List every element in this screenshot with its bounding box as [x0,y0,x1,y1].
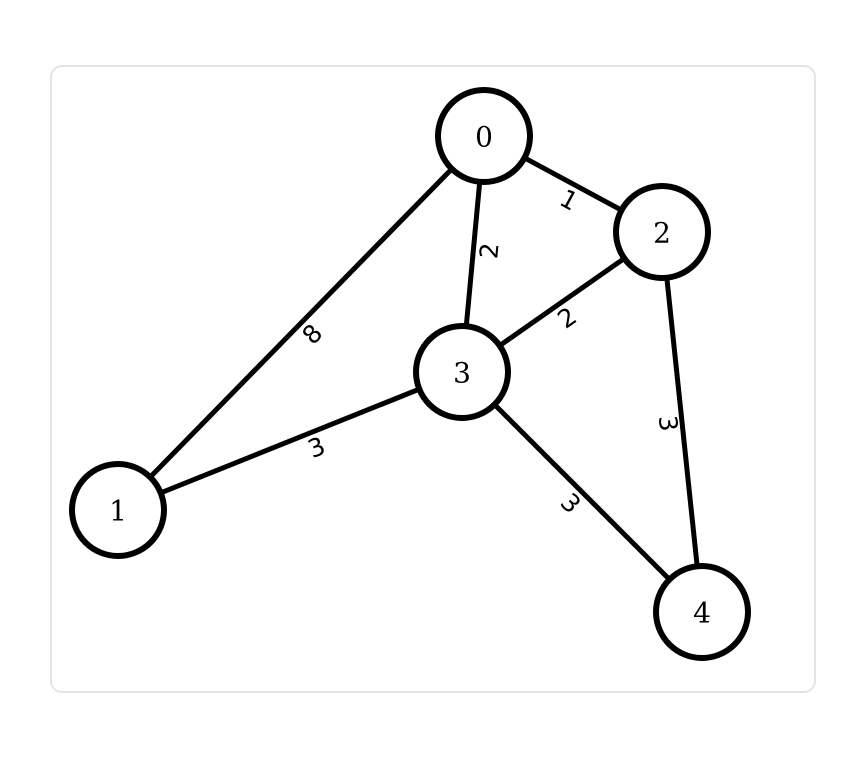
node-label: 1 [109,495,127,528]
node-circle [435,87,533,185]
edge-3-4 [459,369,705,615]
node-0: 0 [435,87,533,185]
edge-weight-label: 2 [474,242,504,261]
edge-weight-label: 3 [653,414,684,433]
edge-3-1 [115,369,465,513]
node-3: 3 [413,323,511,421]
node-circle [613,183,711,281]
edge-weight-label: 3 [304,431,330,464]
edge-2-4 [659,229,705,615]
edge-weight-label: 1 [555,183,583,216]
node-circle [413,323,511,421]
node-4: 4 [653,563,751,661]
node-label: 2 [653,217,671,250]
edge-0-1 [115,133,487,513]
node-2: 2 [613,183,711,281]
node-label: 4 [693,597,711,630]
node-label: 0 [475,121,493,154]
nodes-layer: 0 1 2 3 4 [69,87,751,661]
node-circle [653,563,751,661]
node-circle [69,461,167,559]
edge-weight-label: 2 [552,301,582,334]
node-label: 3 [453,357,471,390]
node-1: 1 [69,461,167,559]
